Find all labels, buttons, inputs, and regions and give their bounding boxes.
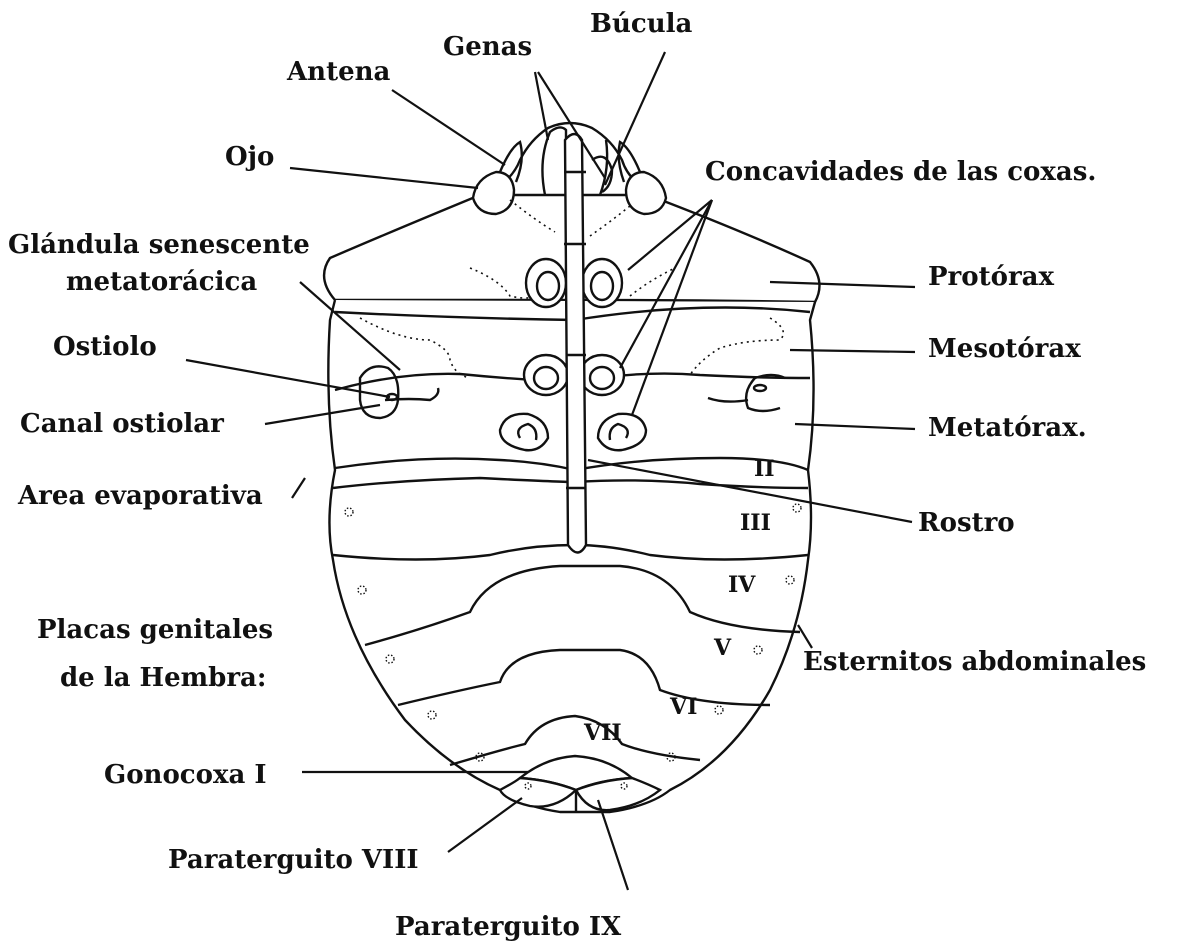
leader-area (292, 478, 305, 498)
leader-antena (392, 90, 505, 165)
leader-paraterguito-viii (448, 798, 522, 852)
coxa-meta-right (598, 414, 646, 450)
label-placas-2: de la Hembra: (60, 663, 267, 693)
label-area-evaporativa: Area evaporativa (17, 481, 263, 511)
rostrum (565, 134, 586, 553)
label-canal-ostiolar: Canal ostiolar (20, 409, 224, 439)
segment-vi-label: VI (669, 694, 697, 720)
label-esternitos: Esternitos abdominales (803, 647, 1146, 677)
label-mesotorax: Mesotórax (928, 334, 1081, 364)
label-ojo: Ojo (225, 142, 274, 172)
label-genas: Genas (443, 32, 532, 62)
gena-left (542, 127, 566, 195)
label-metatorax: Metatórax. (928, 413, 1087, 443)
label-paraterguito-ix: Paraterguito IX (395, 912, 622, 942)
eye-right (626, 172, 666, 214)
label-placas-1: Placas genitales (37, 615, 273, 645)
segment-iv-label: IV (728, 572, 756, 598)
segment-iii-label: III (740, 510, 771, 536)
leader-ojo (290, 168, 478, 188)
leader-bucula (605, 52, 665, 185)
gena-right (600, 140, 607, 195)
segment-ii-label: II (754, 456, 775, 482)
segment-vii-label: VII (583, 720, 622, 746)
label-gonocoxa: Gonocoxa I (104, 760, 267, 790)
label-antena: Antena (286, 57, 391, 87)
label-rostro: Rostro (918, 508, 1015, 538)
label-glandula-1: Glándula senescente (8, 230, 310, 260)
label-glandula-2: metatorácica (66, 267, 257, 297)
leader-esternitos (798, 625, 812, 648)
leader-paraterguito-ix (598, 800, 628, 890)
label-protorax: Protórax (928, 262, 1054, 292)
label-ostiolo: Ostiolo (53, 332, 157, 362)
label-bucula: Búcula (590, 9, 692, 39)
leader-genas-1 (535, 72, 548, 140)
eye-left (473, 172, 514, 214)
label-paraterguito-viii: Paraterguito VIII (168, 845, 419, 875)
segment-v-label: V (713, 635, 732, 661)
label-concavidades: Concavidades de las coxas. (705, 157, 1096, 187)
